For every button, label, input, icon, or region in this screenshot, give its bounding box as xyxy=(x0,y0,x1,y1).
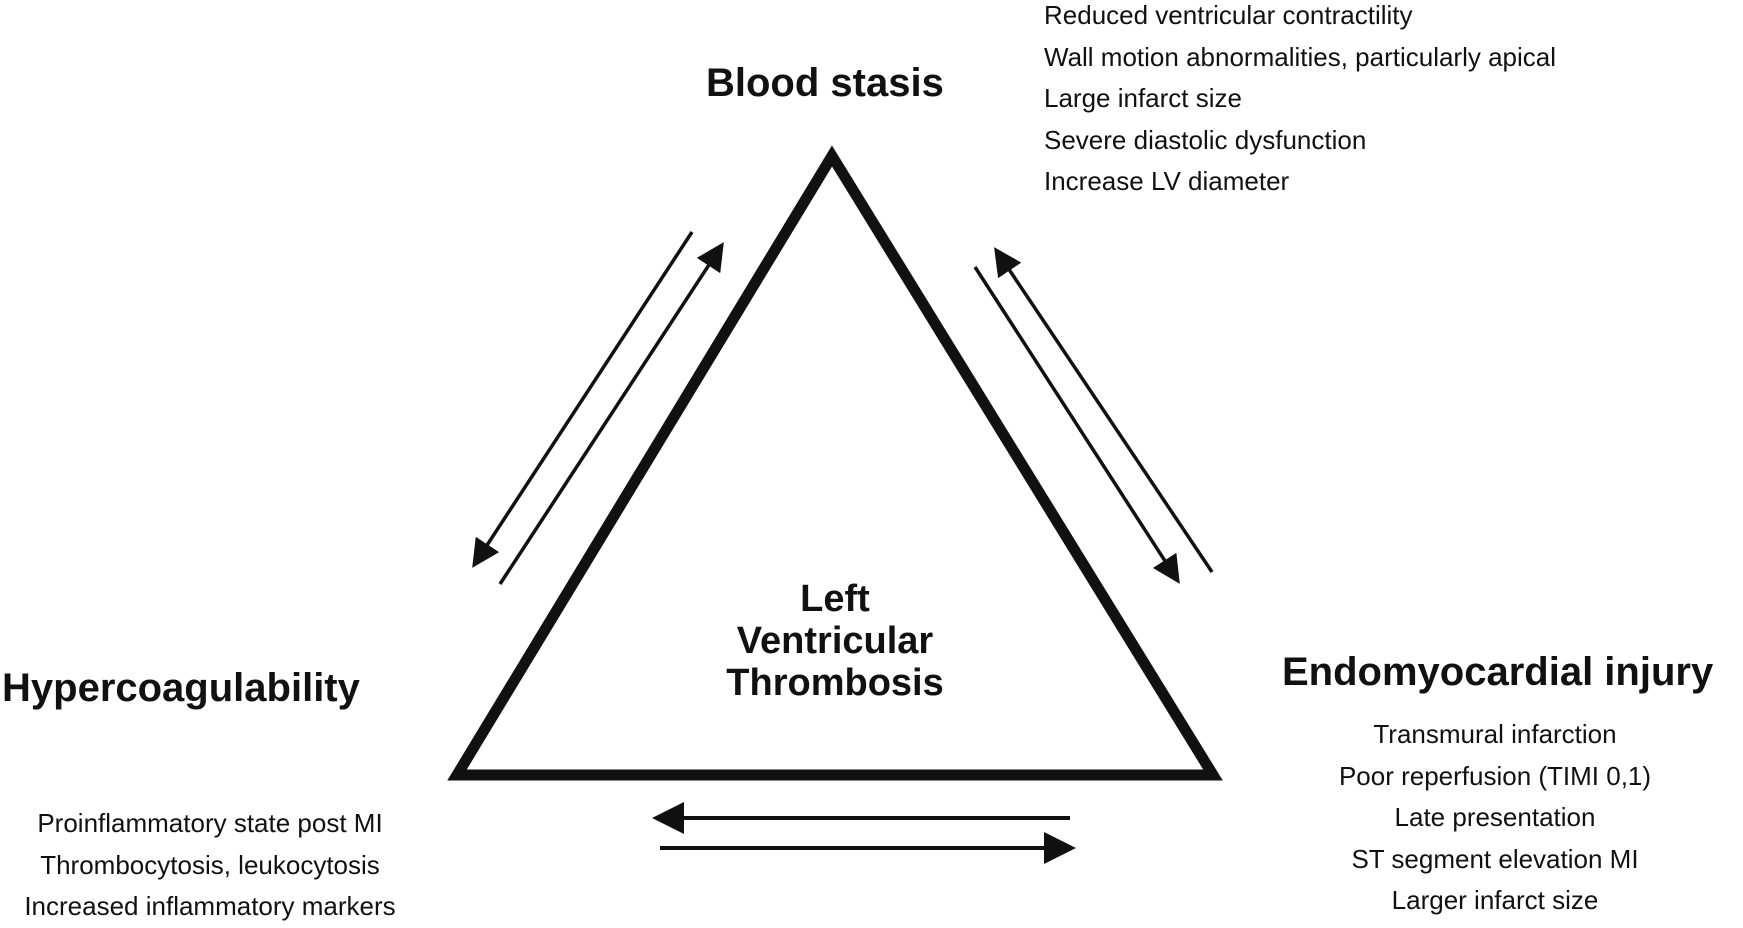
list-item: Thrombocytosis, leukocytosis xyxy=(40,849,380,880)
list-item: Transmural infarction xyxy=(1373,719,1617,749)
list-item: Wall motion abnormalities, particularly … xyxy=(1044,41,1557,72)
center-label-line: Thrombosis xyxy=(726,662,944,704)
blood-stasis-list: Reduced ventricular contractility Wall m… xyxy=(1044,0,1556,203)
center-label-line: Left xyxy=(800,578,870,620)
thrombosis-triangle xyxy=(447,145,1223,781)
endomyocardial-injury-list: Transmural infarction Poor reperfusion (… xyxy=(1280,714,1710,922)
endomyocardial-injury-heading: Endomyocardial injury xyxy=(1282,650,1714,694)
blood-stasis-heading: Blood stasis xyxy=(706,61,944,105)
list-item: Severe diastolic dysfunction xyxy=(1044,124,1367,155)
hypercoagulability-heading: Hypercoagulability xyxy=(2,666,360,710)
list-item: Proinflammatory state post MI xyxy=(37,808,383,838)
hypercoagulability-list: Proinflammatory state post MI Thrombocyt… xyxy=(0,803,420,928)
list-item: ST segment elevation MI xyxy=(1351,843,1639,874)
center-label-line: Ventricular xyxy=(736,620,934,662)
list-item: Increase LV diameter xyxy=(1044,166,1290,196)
center-label: Left Ventricular Thrombosis xyxy=(640,578,1030,704)
arrow-stasis-to-endomyocardial-injury xyxy=(973,266,1180,584)
arrow-stasis-to-hypercoagulability xyxy=(472,231,694,568)
list-item: Increased inflammatory markers xyxy=(24,891,396,921)
list-item: Larger infarct size xyxy=(1391,885,1599,915)
arrow-hypercoagulability-to-stasis xyxy=(498,242,724,585)
list-item: Large infarct size xyxy=(1044,83,1242,113)
list-item: Reduced ventricular contractility xyxy=(1044,0,1413,30)
list-item: Late presentation xyxy=(1394,802,1596,832)
list-item: Poor reperfusion (TIMI 0,1) xyxy=(1338,760,1652,791)
arrow-endomyocardial-injury-to-stasis xyxy=(994,247,1214,573)
